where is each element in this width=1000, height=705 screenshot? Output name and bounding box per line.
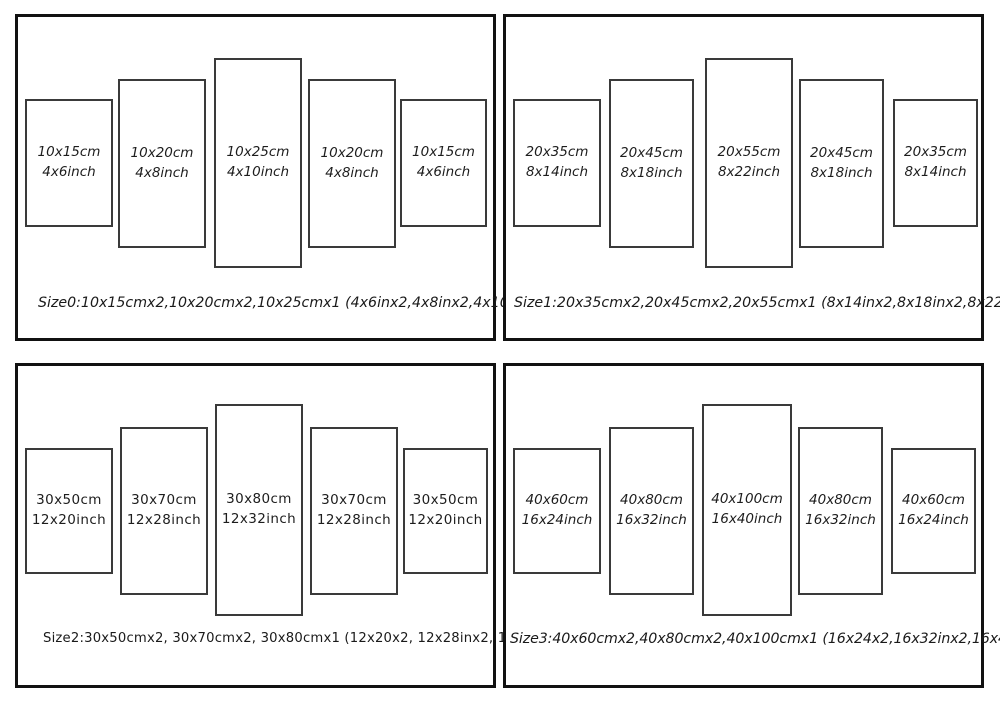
canvas-rect-2: 10x20cm 4x8inch	[118, 79, 206, 248]
canvas-label-cm: 30x50cm	[412, 492, 479, 509]
canvas-rect-5: 20x35cm 8x14inch	[893, 99, 978, 227]
size-panel-size0: 10x15cm 4x6inch 10x20cm 4x8inch 10x25cm …	[15, 14, 545, 341]
canvas-label-cm: 30x50cm	[36, 492, 102, 509]
canvas-label-cm: 20x35cm	[904, 144, 967, 161]
canvas-label-cm: 30x70cm	[131, 492, 197, 509]
canvas-rect-5: 40x60cm 16x24inch	[891, 448, 976, 574]
canvas-label-cm: 20x45cm	[810, 144, 873, 161]
canvas-layout-size1: 20x35cm 8x14inch 20x45cm 8x18inch 20x55c…	[506, 17, 1000, 338]
canvas-label-inch: 8x14inch	[525, 164, 589, 180]
canvas-label-cm: 40x60cm	[902, 492, 965, 509]
canvas-rect-1: 10x15cm 4x6inch	[25, 99, 113, 227]
canvas-label-inch: 16x32inch	[616, 512, 687, 528]
canvas-label-inch: 12x28inch	[316, 512, 392, 528]
canvas-label-inch: 8x18inch	[810, 164, 873, 181]
canvas-rect-5: 30x50cm 12x20inch	[403, 448, 488, 574]
canvas-label-cm: 10x15cm	[37, 144, 101, 161]
canvas-rect-2: 30x70cm 12x28inch	[120, 427, 208, 595]
size-panel-size2: 30x50cm 12x20inch 30x70cm 12x28inch 30x8…	[15, 363, 574, 688]
canvas-label-inch: 16x24inch	[521, 512, 593, 528]
canvas-label-inch: 12x20inch	[408, 512, 483, 528]
canvas-rect-4: 30x70cm 12x28inch	[310, 427, 398, 595]
canvas-rect-2: 20x45cm 8x18inch	[609, 79, 694, 248]
canvas-rect-1: 30x50cm 12x20inch	[25, 448, 113, 574]
panel-caption: Size1:20x35cmx2,20x45cmx2,20x55cmx1 (8x1…	[514, 295, 1000, 311]
canvas-label-cm: 30x70cm	[321, 492, 387, 509]
canvas-label-inch: 4x6inch	[42, 164, 96, 180]
canvas-label-inch: 8x14inch	[904, 164, 967, 180]
canvas-label-inch: 16x32inch	[805, 512, 876, 528]
canvas-rect-2: 40x80cm 16x32inch	[609, 427, 694, 595]
canvas-label-inch: 4x8inch	[325, 164, 379, 181]
panel-caption: Size0:10x15cmx2,10x20cmx2,10x25cmx1 (4x6…	[38, 295, 545, 311]
canvas-label-cm: 20x35cm	[525, 144, 589, 161]
canvas-label-inch: 16x24inch	[898, 512, 969, 528]
canvas-layout-size2: 30x50cm 12x20inch 30x70cm 12x28inch 30x8…	[18, 366, 574, 685]
size-panel-size3: 40x60cm 16x24inch 40x80cm 16x32inch 40x1…	[503, 363, 1000, 688]
canvas-rect-1: 20x35cm 8x14inch	[513, 99, 601, 227]
canvas-label-inch: 4x8inch	[135, 164, 189, 181]
canvas-label-inch: 12x28inch	[126, 512, 202, 528]
canvas-label-cm: 10x15cm	[412, 144, 475, 161]
canvas-rect-3: 40x100cm 16x40inch	[702, 404, 792, 616]
canvas-rect-3: 10x25cm 4x10inch	[214, 58, 302, 268]
canvas-label-cm: 10x20cm	[130, 144, 194, 161]
canvas-label-cm: 10x20cm	[320, 144, 384, 161]
canvas-label-cm: 40x60cm	[525, 492, 589, 509]
canvas-layout-size0: 10x15cm 4x6inch 10x20cm 4x8inch 10x25cm …	[18, 17, 545, 338]
size-panel-size1: 20x35cm 8x14inch 20x45cm 8x18inch 20x55c…	[503, 14, 1000, 341]
canvas-rect-4: 10x20cm 4x8inch	[308, 79, 396, 248]
canvas-rect-5: 10x15cm 4x6inch	[400, 99, 487, 227]
canvas-label-inch: 12x32inch	[221, 511, 297, 527]
canvas-label-inch: 8x22inch	[717, 164, 781, 180]
canvas-label-cm: 20x45cm	[620, 144, 683, 161]
canvas-layout-size3: 40x60cm 16x24inch 40x80cm 16x32inch 40x1…	[506, 366, 1000, 685]
canvas-label-cm: 20x55cm	[717, 144, 781, 161]
canvas-label-inch: 16x40inch	[711, 511, 783, 527]
canvas-label-inch: 4x6inch	[416, 164, 471, 180]
canvas-rect-4: 20x45cm 8x18inch	[799, 79, 884, 248]
panel-caption: Size3:40x60cmx2,40x80cmx2,40x100cmx1 (16…	[510, 631, 1000, 647]
canvas-label-cm: 40x100cm	[711, 491, 783, 508]
canvas-label-inch: 4x10inch	[226, 164, 290, 180]
canvas-label-cm: 10x25cm	[226, 144, 290, 161]
canvas-rect-4: 40x80cm 16x32inch	[798, 427, 883, 595]
canvas-rect-3: 30x80cm 12x32inch	[215, 404, 303, 616]
canvas-label-cm: 30x80cm	[226, 491, 292, 508]
canvas-label-cm: 40x80cm	[620, 492, 683, 509]
canvas-label-inch: 12x20inch	[31, 512, 107, 528]
canvas-label-inch: 8x18inch	[620, 164, 683, 181]
canvas-label-cm: 40x80cm	[809, 492, 872, 509]
panel-caption: Size2:30x50cmx2, 30x70cmx2, 30x80cmx1 (1…	[43, 631, 575, 646]
canvas-rect-1: 40x60cm 16x24inch	[513, 448, 601, 574]
canvas-rect-3: 20x55cm 8x22inch	[705, 58, 793, 268]
